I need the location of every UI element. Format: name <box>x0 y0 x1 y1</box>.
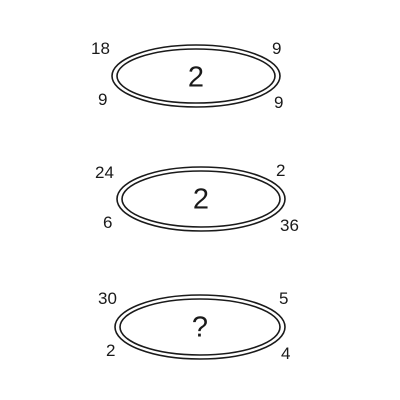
bottom-right-number: 4 <box>281 344 291 363</box>
puzzle-ellipse-3: 30 5 2 4 ? <box>0 280 400 380</box>
center-number: ? <box>191 311 209 344</box>
puzzle-ellipse-2: 24 2 6 36 2 <box>0 150 400 250</box>
bottom-left-number: 2 <box>106 341 116 360</box>
top-left-number: 24 <box>95 163 114 182</box>
bottom-left-number: 9 <box>98 90 108 109</box>
top-right-number: 2 <box>276 161 286 180</box>
center-number: 2 <box>192 183 210 216</box>
double-ellipse-3 <box>114 294 286 360</box>
top-right-number: 9 <box>272 39 282 58</box>
top-left-number: 30 <box>98 289 117 308</box>
top-right-number: 5 <box>279 289 289 308</box>
center-number: 2 <box>187 61 205 94</box>
bottom-right-number: 9 <box>274 93 284 112</box>
bottom-right-number: 36 <box>280 216 299 235</box>
double-ellipse-1 <box>111 44 281 108</box>
top-left-number: 18 <box>91 39 110 58</box>
double-ellipse-2 <box>116 166 286 232</box>
puzzle-ellipse-1: 18 9 9 9 2 <box>0 28 400 128</box>
bottom-left-number: 6 <box>103 213 113 232</box>
